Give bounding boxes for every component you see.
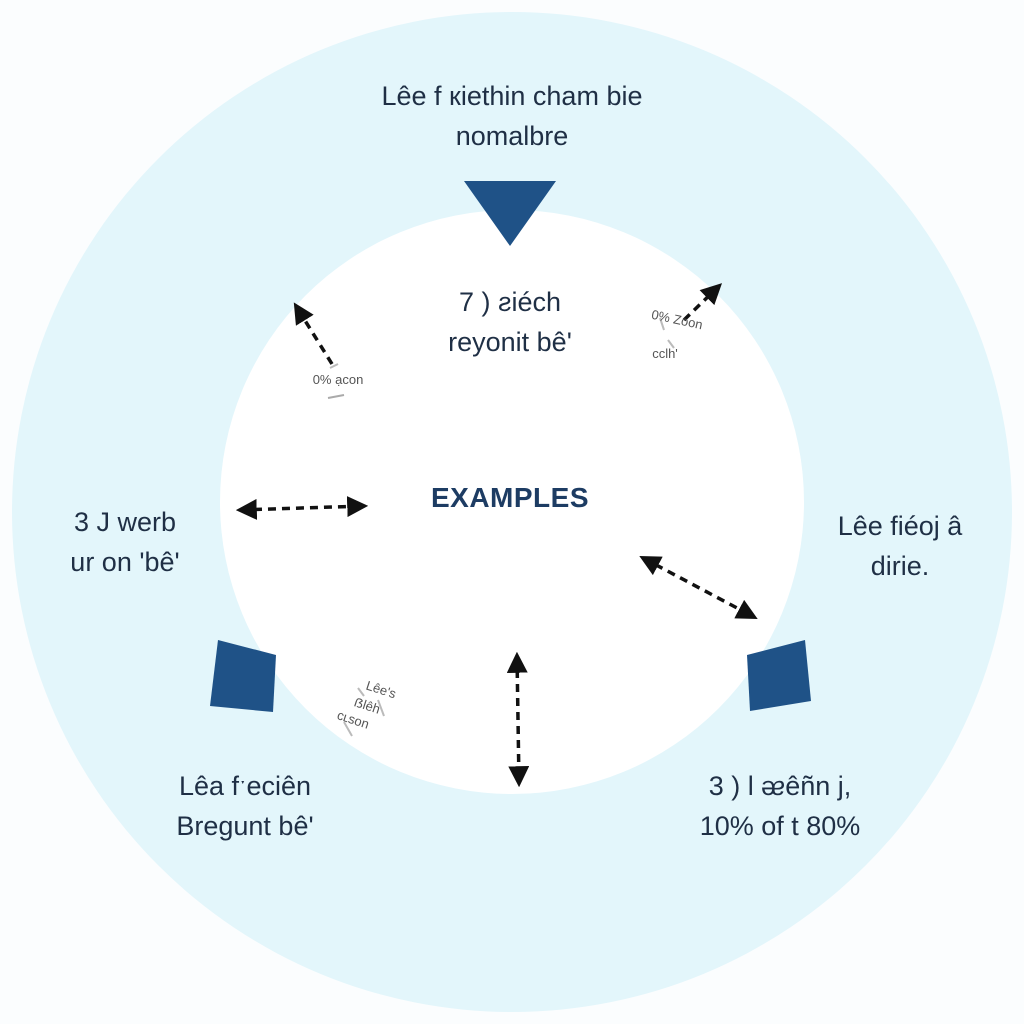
tick-mark [377, 699, 385, 717]
label-bottom-left: Lêa fˑeciên Bregunt bê' [176, 771, 314, 841]
annotation-upper-left: 0% ạcon [312, 372, 364, 387]
arrow-upper-left [293, 302, 334, 365]
label-top-outer: Lêe f кiethin cham bie nomalbre [381, 81, 643, 151]
label-left: 3 J werb ur on 'bê' [70, 507, 180, 577]
bottom-left-square-marker [210, 640, 276, 712]
tick-mark [659, 317, 665, 331]
label-top-inner: 7 ) ƨiéch reyonit bê' [448, 287, 572, 357]
inner-disc [220, 210, 804, 794]
center-label: EXAMPLES [430, 482, 590, 513]
arrow-left-horizontal [235, 496, 369, 520]
tick-mark [327, 394, 345, 399]
annotation-upper-right-2: cclh' [652, 346, 678, 361]
arrow-bottom-vertical [506, 651, 530, 788]
arrow-right-diagonal [639, 556, 758, 619]
top-triangle-marker [464, 181, 556, 246]
tick-mark [329, 363, 339, 369]
bottom-right-square-marker [747, 640, 811, 711]
tick-mark [667, 339, 675, 349]
tick-mark [357, 687, 365, 697]
tick-mark [343, 721, 353, 737]
label-bottom-right: 3 ) l ᴂêñn j, 10% of t 80% [699, 771, 861, 841]
label-right: Lêe fiéoj â dirie. [837, 511, 963, 581]
